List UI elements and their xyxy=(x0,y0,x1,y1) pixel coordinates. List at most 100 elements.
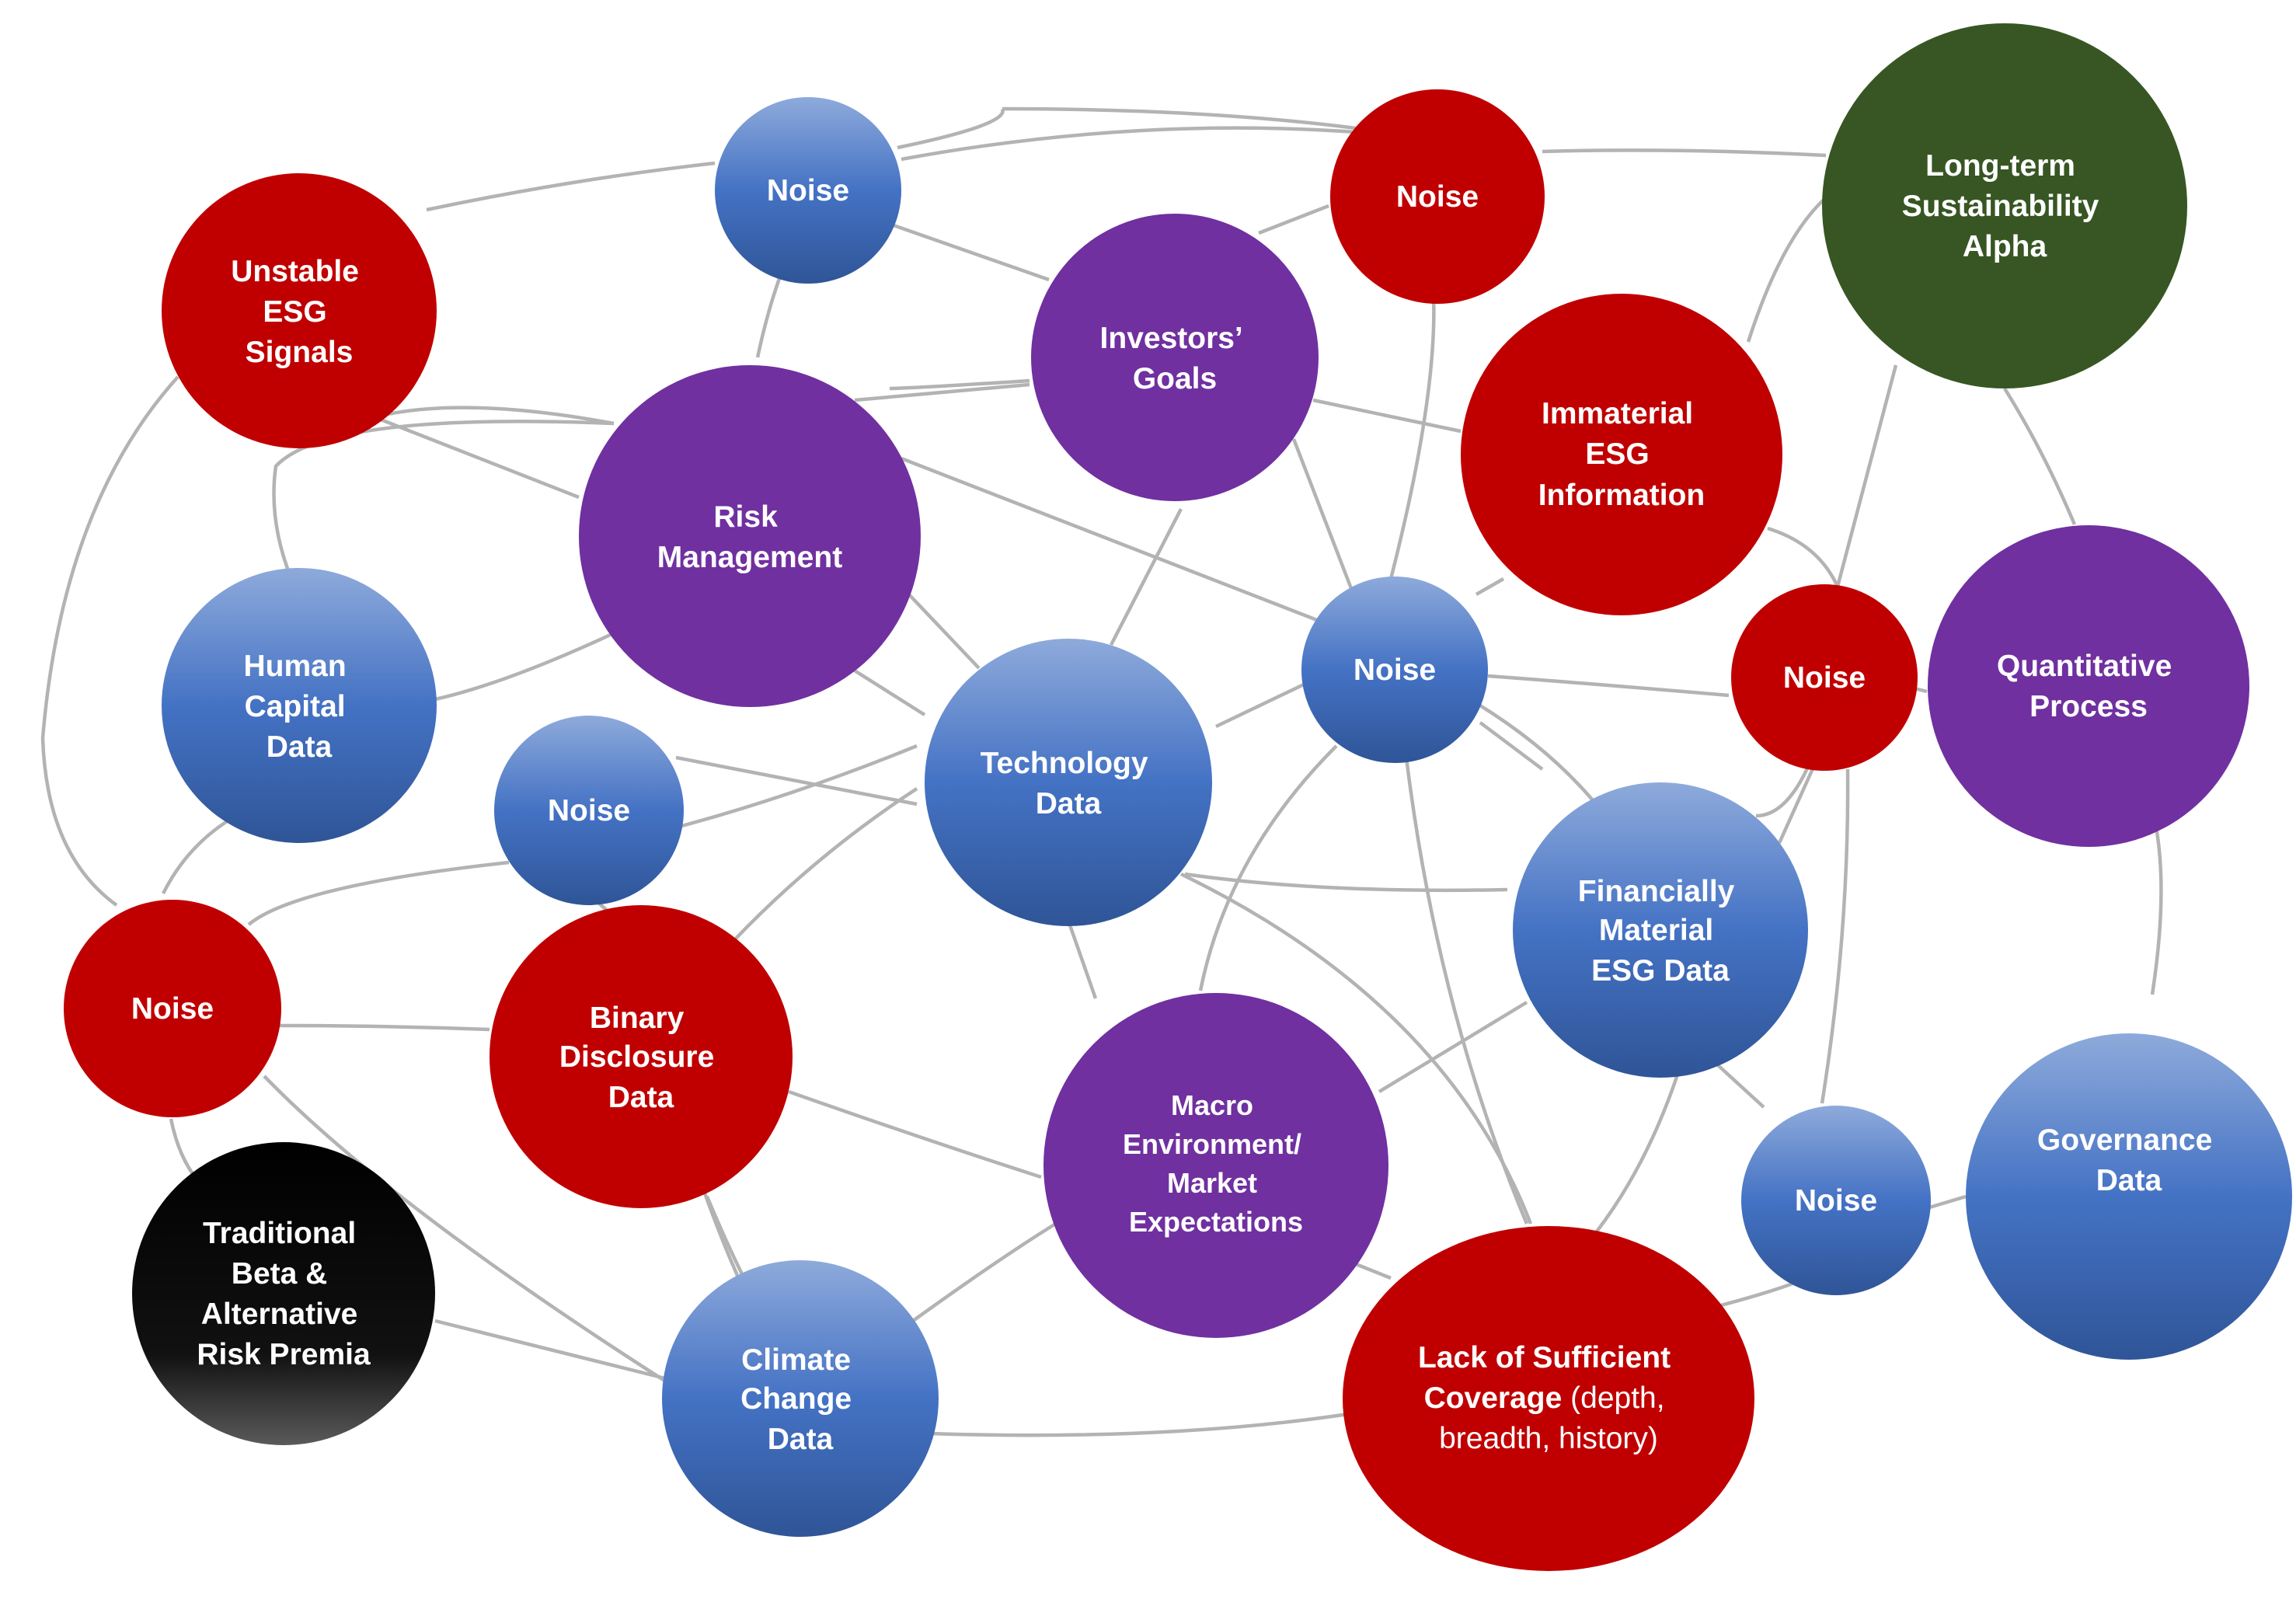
node-risk-management: Risk Management xyxy=(579,365,921,707)
edge xyxy=(1291,438,1354,591)
edge xyxy=(1926,1194,1967,1211)
edge xyxy=(272,420,615,580)
node-circle xyxy=(1928,525,2249,847)
edge xyxy=(40,375,179,907)
node-label: Noise xyxy=(1354,653,1436,687)
node-lack-of-coverage: Lack of Sufficient Coverage (depth, brea… xyxy=(1343,1226,1754,1571)
edge xyxy=(1835,364,1898,587)
node-circle xyxy=(1966,1033,2292,1360)
node-label: Binary Disclosure Data xyxy=(559,1002,723,1114)
edge xyxy=(2150,827,2163,995)
node-noise-right: Noise xyxy=(1731,584,1918,771)
edge xyxy=(897,108,1005,150)
node-technology-data: Technology Data xyxy=(925,639,1212,926)
edge xyxy=(849,667,926,716)
node-circle xyxy=(662,1260,939,1537)
edge xyxy=(893,223,1050,282)
edge xyxy=(901,126,1357,162)
edge xyxy=(911,1214,1070,1322)
edge xyxy=(1542,148,1827,158)
node-circle xyxy=(132,1142,435,1445)
node-circle xyxy=(162,568,437,843)
node-financially-material: Financially Material ESG Data xyxy=(1513,782,1808,1078)
edge xyxy=(1404,757,1529,1225)
edge xyxy=(1312,398,1462,434)
edge xyxy=(854,382,1030,402)
edge xyxy=(1258,204,1329,235)
edge xyxy=(1746,193,1831,343)
edge xyxy=(1475,577,1505,596)
node-label: Risk Management xyxy=(657,500,842,574)
edge xyxy=(1777,765,1817,844)
edge xyxy=(279,1023,490,1032)
node-label: Immaterial ESG Information xyxy=(1538,397,1705,512)
node-circle xyxy=(925,639,1212,926)
node-circle xyxy=(162,173,437,448)
edge xyxy=(380,406,615,426)
node-circle xyxy=(1461,294,1782,615)
node-label: Technology Data xyxy=(981,747,1157,820)
edge xyxy=(1198,744,1338,991)
edge xyxy=(788,1089,1042,1179)
node-climate-change-data: Climate Change Data xyxy=(662,1260,939,1537)
edge xyxy=(434,631,615,702)
node-label: Quantitative Process xyxy=(1997,650,2180,723)
edge xyxy=(1351,1260,1392,1280)
node-circle xyxy=(1031,214,1319,501)
node-label: Climate Change Data xyxy=(740,1343,860,1456)
node-unstable-esg-signals: Unstable ESG Signals xyxy=(162,173,437,448)
node-circle xyxy=(1343,1226,1754,1571)
edge xyxy=(928,1412,1349,1437)
edge xyxy=(2003,387,2077,525)
edge xyxy=(705,1196,748,1284)
node-circle xyxy=(64,900,281,1117)
node-noise-top-left: Noise xyxy=(715,97,901,284)
edge xyxy=(434,1319,669,1381)
edge xyxy=(889,378,1030,391)
node-noise-bottom-right: Noise xyxy=(1741,1106,1931,1295)
node-governance-data: Governance Data xyxy=(1966,1033,2292,1360)
node-label: Investors’ Goals xyxy=(1100,322,1250,395)
edge xyxy=(901,456,1322,624)
nodes: Noise Noise Long-term Sustainability Alp… xyxy=(64,23,2292,1571)
node-circle xyxy=(1301,577,1488,763)
edge xyxy=(733,787,918,942)
node-noise-left: Noise xyxy=(64,900,281,1117)
edge xyxy=(263,1075,670,1385)
edge xyxy=(1475,702,1594,802)
node-circle xyxy=(1330,89,1545,304)
edge xyxy=(1066,920,1098,999)
node-circle xyxy=(579,365,921,707)
edge xyxy=(247,860,510,926)
edge xyxy=(675,755,918,806)
node-circle xyxy=(1822,23,2187,388)
node-noise-center: Noise xyxy=(1301,577,1488,763)
node-circle xyxy=(1741,1106,1931,1295)
edge xyxy=(1378,1001,1528,1093)
edge xyxy=(1184,872,1508,893)
node-macro-environment: Macro Environment/ Market Expectations xyxy=(1043,993,1388,1338)
node-circle xyxy=(1731,584,1918,771)
edge xyxy=(1002,106,1357,131)
node-label: Traditional Beta & Alternative Risk Prem… xyxy=(197,1217,371,1371)
node-circle xyxy=(490,905,793,1208)
node-label: Noise xyxy=(1795,1184,1877,1218)
node-traditional-beta: Traditional Beta & Alternative Risk Prem… xyxy=(132,1142,435,1445)
node-long-term-alpha: Long-term Sustainability Alpha xyxy=(1822,23,2187,388)
node-human-capital-data: Human Capital Data xyxy=(162,568,437,843)
edge xyxy=(1767,526,1840,587)
edge xyxy=(1755,761,1813,818)
node-label: Lack of Sufficient Coverage (depth, brea… xyxy=(1418,1341,1679,1455)
node-circle xyxy=(1043,993,1388,1338)
node-binary-disclosure: Binary Disclosure Data xyxy=(490,905,793,1208)
node-circle xyxy=(1513,782,1808,1078)
edge xyxy=(1820,768,1850,1104)
node-noise-top-center: Noise xyxy=(1330,89,1545,304)
node-label: Noise xyxy=(131,992,214,1026)
node-label: Noise xyxy=(548,794,630,827)
node-label: Long-term Sustainability Alpha xyxy=(1902,149,2107,263)
edge xyxy=(1479,721,1544,771)
edge xyxy=(1595,1071,1681,1233)
edge xyxy=(904,589,981,670)
